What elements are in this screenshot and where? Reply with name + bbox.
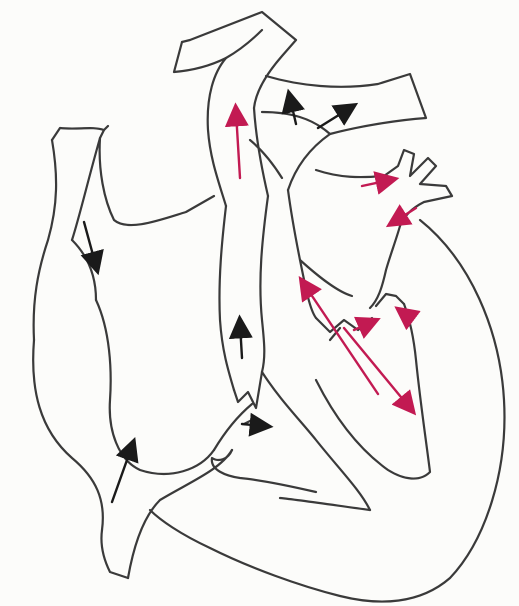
inferior-vena-cava [96,300,232,578]
aortic-arch [174,12,296,206]
black-arrow-icon [290,98,296,124]
red-arrow-icon [394,208,416,222]
superior-vena-cava [34,126,214,340]
black-arrow-icon [240,324,242,358]
red-arrow-icon [236,112,240,178]
red-arrow-icon [362,180,390,186]
deoxygenated-flow-arrows [84,98,350,502]
ascending-aorta [219,196,268,408]
right-atrium-wall [33,138,103,530]
black-arrow-icon [318,108,350,128]
red-arrow-icon [354,322,372,330]
red-arrow-icon [304,284,378,394]
left-atrium-wall [288,190,372,332]
pulmonary-artery [250,74,426,190]
left-ventricle-wall [150,220,504,602]
black-arrow-icon [242,424,264,426]
red-arrow-icon [344,328,410,408]
